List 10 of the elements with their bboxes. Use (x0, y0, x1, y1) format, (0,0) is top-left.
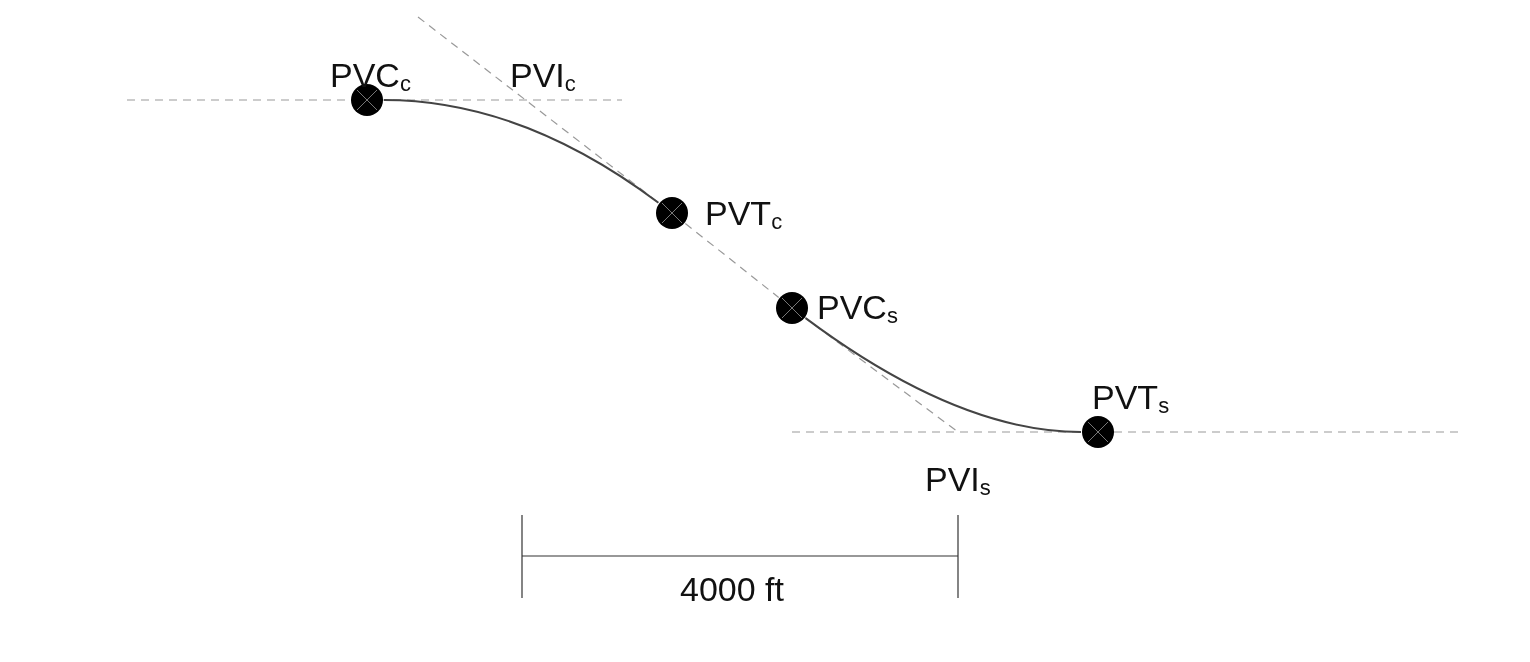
point-label: PVI$_{c}$ (510, 58, 576, 95)
curve-line (804, 317, 1082, 433)
point-label: PVI$_{s}$ (925, 462, 991, 499)
point-label: PVT$_{s}$ (1092, 380, 1170, 417)
dimension-label: 4000 ft (680, 572, 784, 606)
tangent-line (684, 222, 780, 299)
point-label: PVC$_{s}$ (817, 290, 898, 327)
curve-line (383, 99, 660, 204)
point-label: PVC$_{c}$ (330, 58, 411, 95)
point-label: PVT$_{c}$ (705, 196, 783, 233)
